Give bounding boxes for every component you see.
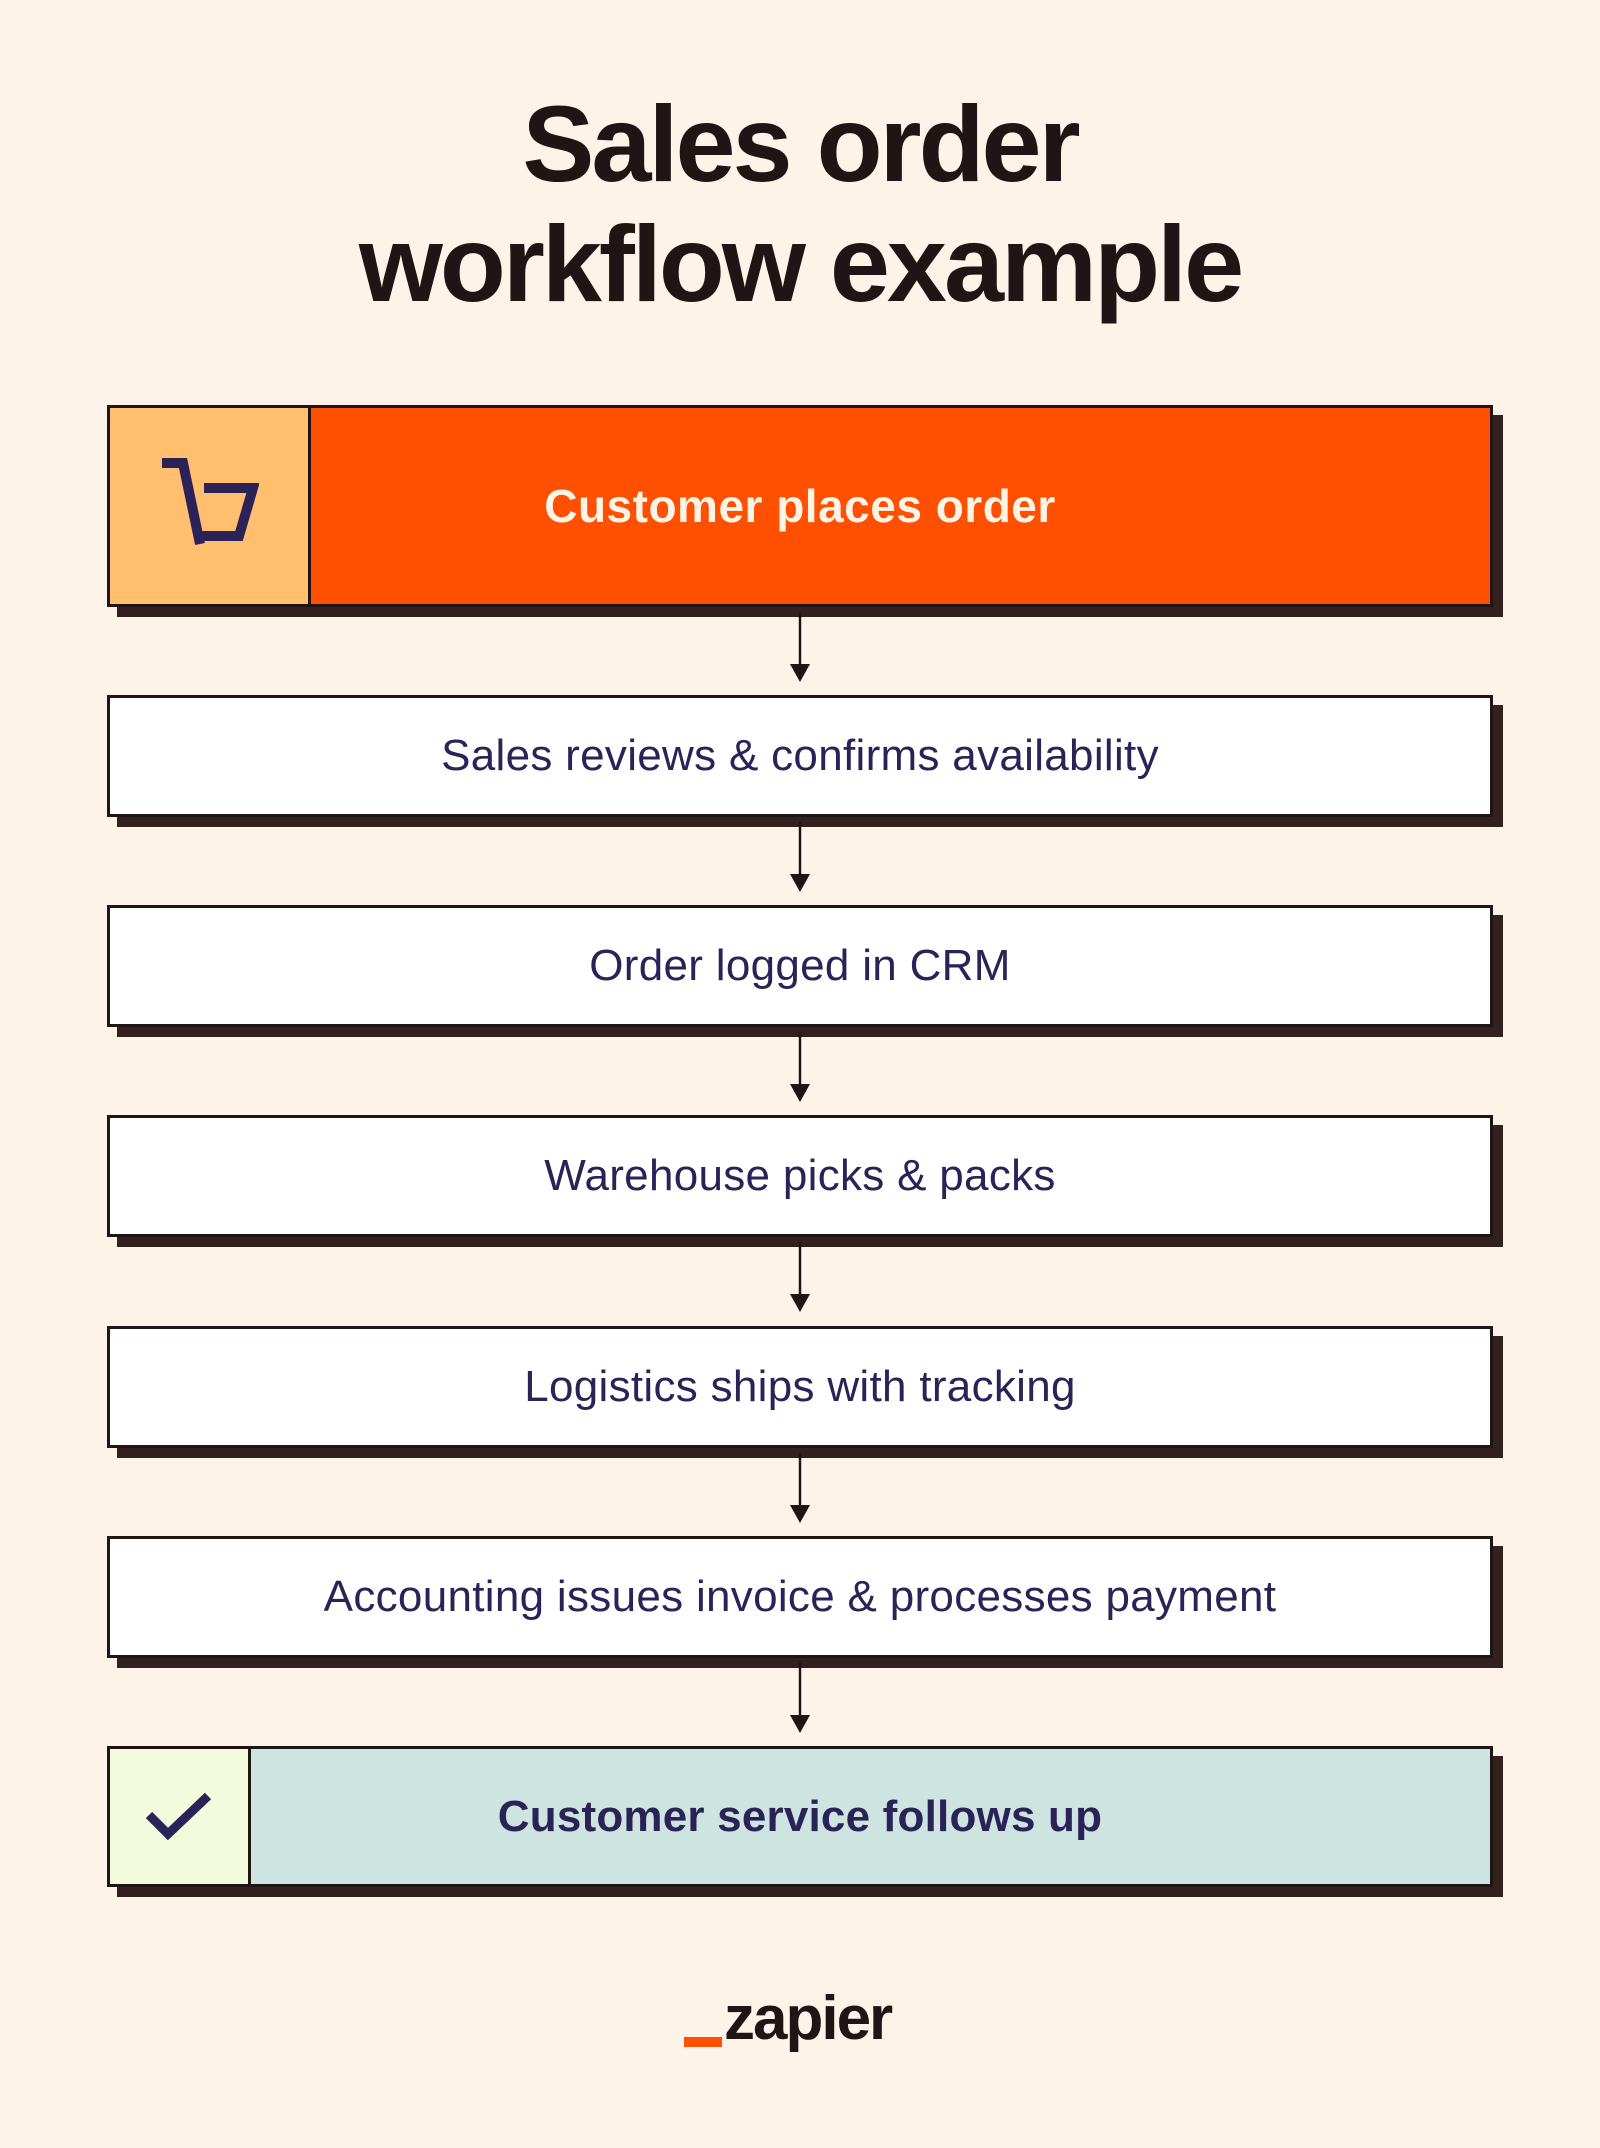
workflow-step-order-logged: Order logged in CRM (107, 905, 1493, 1027)
workflow-step-customer-places-order: Customer places order (107, 405, 1493, 607)
title-line-1: Sales order (522, 83, 1080, 204)
step-label: Order logged in CRM (589, 941, 1011, 990)
checkmark-icon (145, 1792, 212, 1840)
title-line-2: workflow example (358, 203, 1244, 324)
down-arrow-icon (790, 1032, 810, 1102)
zapier-logo: zapier (684, 1984, 924, 2058)
step-label: Customer service follows up (497, 1791, 1103, 1841)
shopping-cart-icon (162, 458, 259, 546)
step-label: Warehouse picks & packs (544, 1151, 1056, 1200)
down-arrow-icon (790, 612, 810, 682)
step-label: Accounting issues invoice & processes pa… (323, 1572, 1277, 1621)
down-arrow-icon (790, 1242, 810, 1312)
logo-wordmark: zapier (724, 1984, 893, 2053)
step-label: Customer places order (544, 480, 1056, 532)
step-label: Sales reviews & confirms availability (441, 731, 1159, 780)
workflow-step-customer-service: Customer service follows up (107, 1746, 1493, 1887)
step-icon-panel (110, 1749, 251, 1884)
page-title: Sales order workflow example (0, 84, 1600, 324)
logo-underscore (684, 2037, 722, 2047)
workflow-step-accounting: Accounting issues invoice & processes pa… (107, 1536, 1493, 1658)
workflow-step-sales-review: Sales reviews & confirms availability (107, 695, 1493, 817)
step-label: Logistics ships with tracking (524, 1362, 1076, 1411)
down-arrow-icon (790, 1663, 810, 1733)
workflow-step-warehouse: Warehouse picks & packs (107, 1115, 1493, 1237)
workflow-step-logistics: Logistics ships with tracking (107, 1326, 1493, 1448)
step-icon-panel (110, 408, 311, 604)
down-arrow-icon (790, 1453, 810, 1523)
down-arrow-icon (790, 822, 810, 892)
